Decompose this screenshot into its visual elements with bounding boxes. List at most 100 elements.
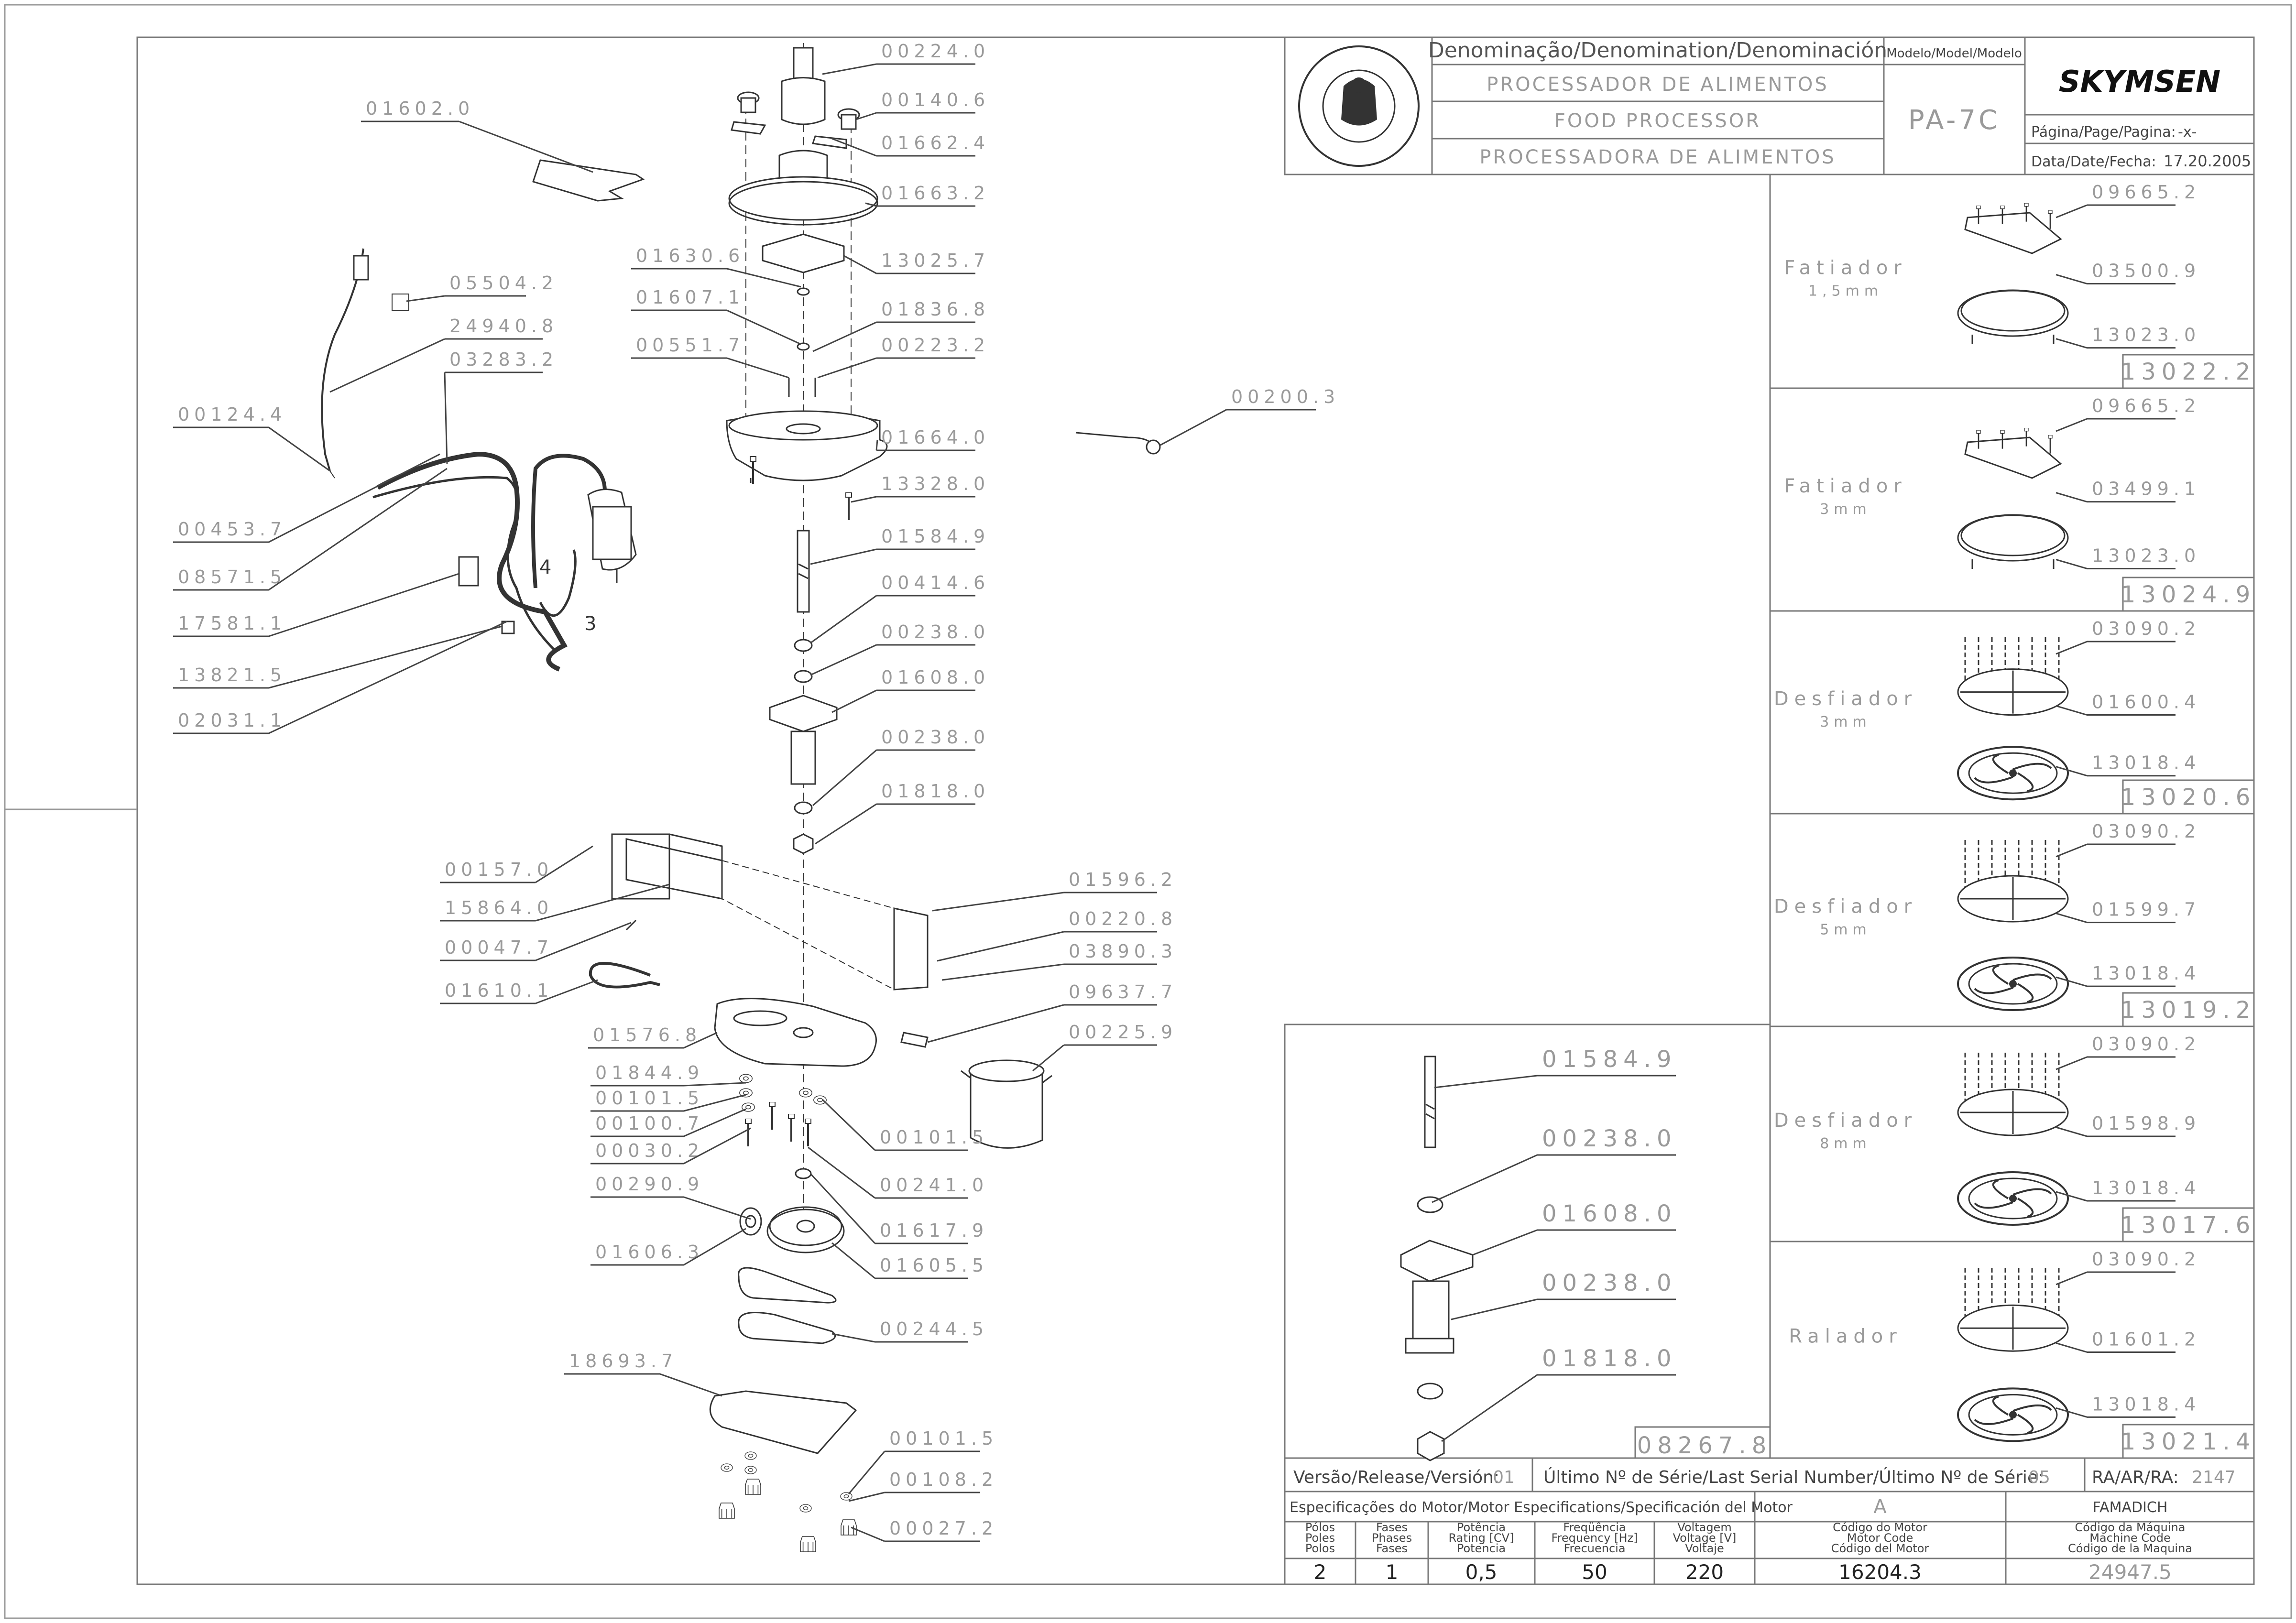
part-label: 00238.0 [881, 727, 990, 748]
part-label: 13025.7 [881, 250, 990, 271]
spec-value: 50 [1582, 1560, 1607, 1584]
drawing-frame [136, 36, 2255, 1585]
part-label: 01576.8 [593, 1024, 701, 1046]
part-labels: 00224.000140.601662.401663.213025.701630… [173, 41, 1340, 1542]
name-portuguese: PROCESSADOR DE ALIMENTOS [1487, 74, 1829, 96]
part-label: 01606.3 [595, 1242, 704, 1263]
part-label: 00551.7 [636, 335, 744, 356]
wire-number-3: 3 [584, 613, 596, 635]
accessory-code: 13024.9 [2121, 581, 2256, 608]
spec-column-headers: PólosPolesPolosFasesPhasesFasesPotênciaR… [1305, 1521, 2192, 1555]
accessory-code: 13020.6 [2121, 784, 2256, 811]
spec-column-header: Voltagem [1677, 1521, 1731, 1534]
accessory-code: 13021.4 [2121, 1428, 2256, 1455]
part-label: 00223.2 [881, 335, 990, 356]
accessory-part-label: 03090.2 [2092, 1034, 2200, 1055]
detail-part-label: 00238.0 [1542, 1125, 1677, 1152]
part-label: 00453.7 [178, 519, 286, 540]
part-label: 01664.0 [881, 427, 990, 448]
part-label: 15864.0 [445, 897, 553, 918]
spec-column-header: Potencia [1457, 1542, 1506, 1555]
spec-column-header: Potência [1457, 1521, 1506, 1534]
detail-part-label: 01818.0 [1542, 1345, 1677, 1372]
spec-column-header: Frecuencia [1563, 1542, 1625, 1555]
spec-column-header: Fases [1376, 1542, 1408, 1555]
part-label: 01602.0 [366, 98, 474, 119]
part-label: 03890.3 [1069, 941, 1177, 962]
part-label: 01605.5 [880, 1255, 988, 1276]
accessory-code: 13017.6 [2121, 1212, 2256, 1239]
part-label: 00101.5 [889, 1428, 998, 1449]
name-spanish: PROCESSADORA DE ALIMENTOS [1479, 146, 1836, 168]
version-value: 01 [1493, 1468, 1515, 1487]
part-label: 24940.8 [449, 316, 558, 337]
spec-value: 220 [1685, 1560, 1724, 1584]
brand-logo: SKYMSEN [2059, 64, 2220, 99]
spec-column-header: Phases [1372, 1531, 1412, 1545]
spec-column-header: Machine Code [2089, 1531, 2171, 1545]
spec-column-header: Motor Code [1847, 1531, 1913, 1545]
model-value: PA-7C [1908, 105, 2000, 136]
shredder-discs [1957, 637, 2069, 1442]
accessory-part-label: 13023.0 [2092, 325, 2200, 346]
motor-spec-table: Versão/Release/Versión: 01 Último Nº de … [1284, 1457, 2255, 1585]
accessory-part-label: 03499.1 [2092, 479, 2200, 500]
part-label: 05504.2 [449, 272, 558, 294]
accessory-part-label: 03090.2 [2092, 821, 2200, 842]
spec-value: 16204.3 [1838, 1560, 1922, 1584]
accessory-part-label: 13018.4 [2092, 1177, 2200, 1198]
spec-value: 24947.5 [2088, 1560, 2172, 1584]
part-label: 01662.4 [881, 132, 990, 153]
spec-value: 2 [1314, 1560, 1327, 1584]
accessory-linework [1957, 203, 2069, 569]
accessory-size: 5mm [1820, 922, 1871, 938]
part-label: 00224.0 [881, 41, 990, 62]
part-label: 00047.7 [445, 937, 553, 958]
part-label: 01584.9 [881, 526, 990, 547]
exploded-view-linework [321, 43, 1161, 1553]
accessory-part-label: 03500.9 [2092, 261, 2200, 282]
detail-linework [1400, 1056, 1474, 1461]
part-label: 01596.2 [1069, 869, 1177, 890]
page-label: Página/Page/Pagina: [2031, 124, 2176, 141]
detail-part-label: 00238.0 [1542, 1270, 1677, 1296]
spec-column-header: Voltage [V] [1673, 1531, 1737, 1545]
part-label: 01818.0 [881, 781, 990, 802]
accessory-labels: Fatiador1,5mm13022.209665.203500.913023.… [1774, 182, 2256, 1459]
ra-value: 2147 [2192, 1468, 2236, 1487]
spec-column-header: Fases [1376, 1521, 1408, 1534]
accessory-name: Ralador [1789, 1326, 1902, 1348]
part-label: 01844.9 [595, 1062, 704, 1083]
part-label: 00225.9 [1069, 1022, 1177, 1043]
accessory-part-label: 01598.9 [2092, 1113, 2200, 1134]
part-label: 00244.5 [880, 1318, 988, 1340]
accessory-size: 8mm [1820, 1135, 1871, 1152]
model-header: Modelo/Model/Modelo [1886, 46, 2022, 61]
spec-column-header: Frequency [Hz] [1552, 1531, 1638, 1545]
spec-column-header: Código da Máquina [2075, 1521, 2186, 1534]
accessory-name: Desfiador [1774, 688, 1917, 710]
part-label: 00101.5 [880, 1127, 988, 1148]
part-label: 00140.6 [881, 89, 990, 110]
accessory-part-label: 03090.2 [2092, 1249, 2200, 1270]
part-label: 00108.2 [889, 1469, 998, 1490]
part-label: 02031.1 [178, 710, 286, 731]
part-label: 00414.6 [881, 572, 990, 593]
part-label: 00027.2 [889, 1518, 998, 1539]
detail-code: 08267.8 [1637, 1432, 1772, 1459]
part-label: 01607.1 [636, 287, 744, 308]
part-label: 00157.0 [445, 859, 553, 880]
motor-letter: A [1873, 1496, 1887, 1518]
part-label: 13821.5 [178, 664, 286, 686]
spec-column-header: Voltaje [1685, 1542, 1724, 1555]
part-label: 00124.4 [178, 404, 286, 425]
accessory-name: Desfiador [1774, 1110, 1917, 1132]
accessory-size: 1,5mm [1808, 283, 1883, 300]
spec-column-header: Código de la Maquina [2068, 1542, 2192, 1555]
part-label: 00200.3 [1231, 386, 1340, 407]
spec-column-header: Código del Motor [1831, 1542, 1929, 1555]
detail-box [1284, 1024, 1771, 1459]
